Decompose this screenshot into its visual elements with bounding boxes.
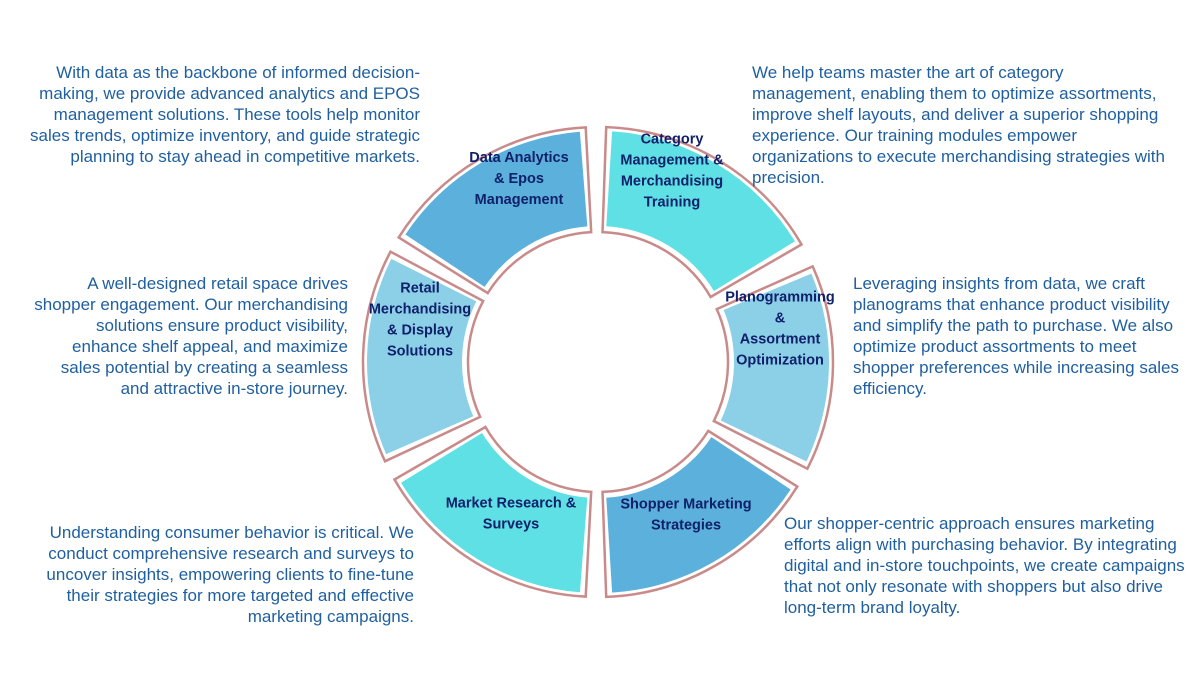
market-research-segment [401, 433, 588, 593]
planogramming-label-line: Optimization [736, 353, 824, 369]
shopper-marketing-description: Our shopper-centric approach ensures mar… [784, 514, 1185, 617]
category-management-segment-outline [601, 125, 804, 299]
retail-merchandising-description: A well-designed retail space drives shop… [34, 274, 348, 398]
shopper-marketing-label-line: Shopper Marketing [620, 497, 751, 513]
data-analytics-label-line: Management [475, 192, 564, 208]
shopper-marketing-segment-outline [601, 429, 800, 599]
planogramming-segment [720, 273, 830, 462]
market-research-label: Market Research & Surveys [446, 496, 577, 533]
category-management-label-line: Category [641, 132, 704, 148]
data-analytics-description: With data as the backbone of informed de… [30, 63, 420, 166]
category-management-label-line: Merchandising [621, 174, 723, 190]
category-management-label-line: Training [644, 195, 700, 211]
shopper-marketing-label-line: Strategies [651, 518, 721, 534]
data-analytics-segment [405, 131, 588, 287]
retail-merchandising-label-line: Solutions [387, 344, 453, 360]
retail-merchandising-label-line: Retail [400, 281, 440, 297]
market-research-description: Understanding consumer behavior is criti… [46, 523, 414, 626]
retail-merchandising-segment [367, 258, 477, 455]
shopper-marketing-segment [606, 437, 791, 593]
retail-merchandising-label-line: & Display [387, 323, 453, 339]
planogramming-label-line: & [775, 311, 786, 327]
market-research-label-line: Market Research & [446, 496, 577, 512]
market-research-label-line: Surveys [483, 517, 539, 533]
planogramming-segment-outline [712, 264, 835, 471]
retail-merchandising-segment-outline [361, 249, 485, 463]
category-management-label-line: Management & [620, 153, 724, 169]
data-analytics-label-line: Data Analytics [469, 150, 568, 166]
data-analytics-segment-outline [396, 126, 593, 295]
category-management-segment [606, 131, 795, 291]
market-research-segment-outline [392, 425, 593, 598]
planogramming-label-line: Assortment [740, 332, 821, 348]
category-management-description: We help teams master the art of category… [752, 63, 1165, 187]
retail-merchandising-label-line: Merchandising [369, 302, 471, 318]
planogramming-description: Leveraging insights from data, we craft … [853, 274, 1180, 398]
data-analytics-label-line: & Epos [494, 171, 544, 187]
planogramming-label-line: Planogramming [725, 290, 835, 306]
